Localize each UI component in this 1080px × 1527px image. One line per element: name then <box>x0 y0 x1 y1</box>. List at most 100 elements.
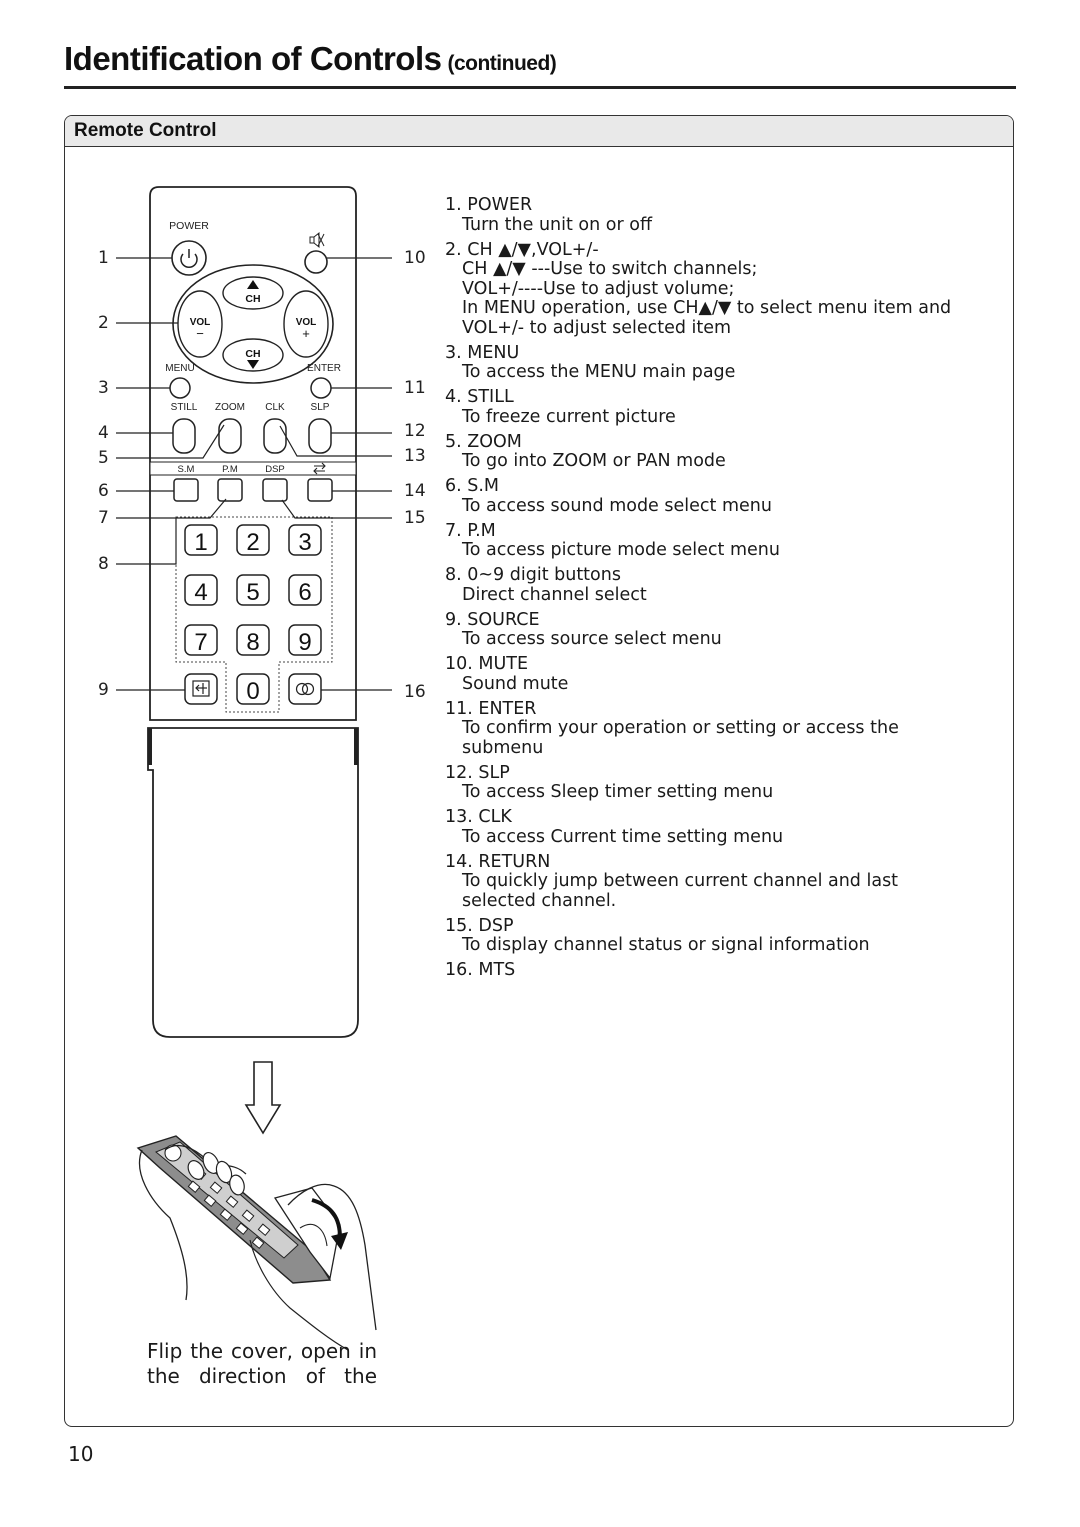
desc-line: To confirm your operation or setting or … <box>462 718 899 738</box>
zoom-button[interactable] <box>218 418 242 454</box>
still-button[interactable] <box>172 418 196 454</box>
callout-3: 3 <box>98 378 109 398</box>
digit-9-label: 9 <box>298 629 311 656</box>
desc-line: submenu <box>462 737 544 758</box>
mute-icon <box>309 231 325 249</box>
desc-title: 8. 0~9 digit buttons <box>445 565 621 585</box>
digit-0-button[interactable]: 0 <box>236 673 270 705</box>
desc-line: To display channel status or signal info… <box>462 935 870 955</box>
flip-cover-caption: Flip the cover, open in the direction of… <box>147 1339 377 1388</box>
desc-line: To access picture mode select menu <box>462 540 780 560</box>
digit-6-button[interactable]: 6 <box>288 574 322 606</box>
enter-button[interactable] <box>310 377 332 399</box>
desc-still: 4. STILL To freeze current picture <box>445 387 1005 427</box>
desc-title: 7. P.M <box>445 520 496 541</box>
ch-up-button[interactable] <box>222 276 284 310</box>
digit-0-label: 0 <box>246 678 259 705</box>
digit-1-button[interactable]: 1 <box>184 524 218 556</box>
callout-9: 9 <box>98 680 109 700</box>
power-button[interactable] <box>171 240 207 276</box>
vol-down-button[interactable] <box>177 290 223 358</box>
left-leader-lines <box>116 257 227 691</box>
nav-cluster <box>172 264 334 384</box>
dsp-label: DSP <box>265 464 285 475</box>
vol-plus-sign: + <box>302 326 310 341</box>
desc-line: VOL+/----Use to adjust volume; <box>462 278 735 299</box>
callout-2: 2 <box>98 313 109 333</box>
desc-line: To freeze current picture <box>462 406 676 427</box>
panel-header: Remote Control <box>65 116 1013 147</box>
desc-title: 3. MENU <box>445 342 520 363</box>
right-leader-lines <box>279 257 392 691</box>
mute-button[interactable] <box>304 250 328 274</box>
clk-button[interactable] <box>263 418 287 454</box>
desc-line: To access Current time setting menu <box>462 826 784 847</box>
digit-8-button[interactable]: 8 <box>236 624 270 656</box>
desc-title: 5. ZOOM <box>445 431 522 452</box>
desc-enter: 11. ENTER To confirm your operation or s… <box>445 698 1005 759</box>
desc-line: VOL+/- to adjust selected item <box>462 317 732 338</box>
callout-12: 12 <box>404 421 426 441</box>
pm-label: P.M <box>222 464 238 475</box>
pm-button[interactable] <box>217 478 243 502</box>
desc-title: 1. POWER <box>445 195 533 215</box>
menu-button[interactable] <box>169 377 191 399</box>
enter-label: ENTER <box>307 363 341 374</box>
return-button[interactable] <box>307 478 333 502</box>
desc-source: 9. SOURCE To access source select menu <box>445 609 1005 650</box>
desc-line: To access the MENU main page <box>462 362 736 382</box>
callout-13: 13 <box>404 446 426 466</box>
slp-label: SLP <box>311 402 330 413</box>
digit-5-button[interactable]: 5 <box>236 574 270 606</box>
digit-7-button[interactable]: 7 <box>184 624 218 656</box>
digit-9-button[interactable]: 9 <box>288 624 322 656</box>
desc-slp: 12. SLP To access Sleep timer setting me… <box>445 763 1005 803</box>
desc-line: To quickly jump between current channel … <box>462 871 899 891</box>
desc-title: 9. SOURCE <box>445 609 540 630</box>
digit-pad-outline <box>175 516 333 713</box>
clk-label: CLK <box>265 402 285 413</box>
source-icon <box>192 680 210 697</box>
desc-line: selected channel. <box>462 890 617 911</box>
desc-title: 15. DSP <box>445 915 514 936</box>
callout-14: 14 <box>404 481 426 501</box>
callout-4: 4 <box>98 423 109 443</box>
title-rule <box>64 86 1016 89</box>
digit-2-button[interactable]: 2 <box>236 524 270 556</box>
control-descriptions: 1. POWER Turn the unit on or off 2. CH ▲… <box>445 195 1005 986</box>
return-icon <box>313 462 326 475</box>
desc-sm: 6. S.M To access sound mode select menu <box>445 476 1005 516</box>
desc-mts: 16. MTS <box>445 960 1005 981</box>
ch-down-arrow-icon <box>247 360 259 369</box>
callout-16: 16 <box>404 682 426 702</box>
dsp-button[interactable] <box>262 478 288 502</box>
digit-4-button[interactable]: 4 <box>184 574 218 606</box>
callout-6: 6 <box>98 481 109 501</box>
desc-zoom: 5. ZOOM To go into ZOOM or PAN mode <box>445 431 1005 472</box>
desc-line: Turn the unit on or off <box>462 214 653 235</box>
desc-line: To access sound mode select menu <box>462 495 772 516</box>
sm-label: S.M <box>178 464 195 475</box>
desc-digits: 8. 0~9 digit buttons Direct channel sele… <box>445 565 1005 605</box>
zoom-label: ZOOM <box>215 402 245 413</box>
slp-button[interactable] <box>308 418 332 454</box>
desc-title: 10. MUTE <box>445 654 529 674</box>
mts-icon <box>295 682 315 696</box>
vol-down-label: VOL <box>190 317 211 328</box>
source-button[interactable] <box>184 673 218 705</box>
digit-3-button[interactable]: 3 <box>288 524 322 556</box>
desc-title: 11. ENTER <box>445 698 537 719</box>
ch-up-label: CH <box>245 293 260 305</box>
ch-down-button[interactable] <box>222 338 284 372</box>
desc-mute: 10. MUTE Sound mute <box>445 654 1005 694</box>
page-number: 10 <box>68 1442 94 1466</box>
digit-4-label: 4 <box>194 579 207 606</box>
section-title: Remote Control <box>74 120 217 141</box>
vol-up-button[interactable] <box>283 290 329 358</box>
callout-7: 7 <box>98 508 109 528</box>
mts-button[interactable] <box>288 673 322 705</box>
desc-title: 13. CLK <box>445 807 512 827</box>
callout-11: 11 <box>404 378 426 398</box>
sm-button[interactable] <box>173 478 199 502</box>
desc-line: In MENU operation, use CH▲/▼ to select m… <box>462 298 952 318</box>
